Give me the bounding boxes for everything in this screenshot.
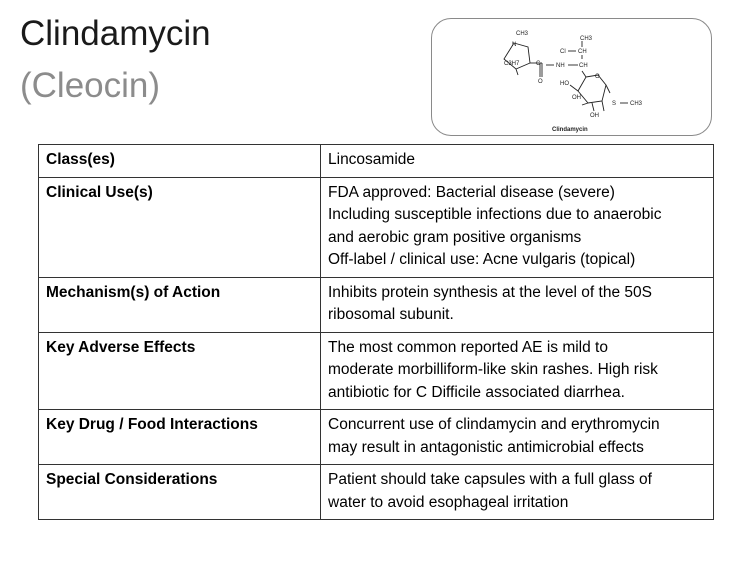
- value-line: antibiotic for C Difficile associated di…: [328, 383, 625, 401]
- atom-label: C: [536, 61, 541, 67]
- chemical-structure-panel: CH3 N CH3 Cl CH C3H7 C NH CH O HO O OH S…: [431, 18, 712, 136]
- row-label: Special Considerations: [38, 464, 321, 520]
- row-value: Lincosamide: [320, 144, 714, 178]
- value-line: and aerobic gram positive organisms: [328, 228, 582, 246]
- atom-label: O: [538, 79, 543, 85]
- value-line: water to avoid esophageal irritation: [328, 493, 569, 511]
- brand-name-subtitle: (Cleocin): [20, 66, 161, 105]
- table-row: Key Adverse Effects The most common repo…: [38, 331, 714, 410]
- row-label: Clinical Use(s): [38, 176, 321, 278]
- value-line: The most common reported AE is mild to: [328, 338, 608, 356]
- atom-label: CH3: [630, 101, 643, 107]
- atom-label: OH: [590, 113, 599, 119]
- atom-label: C3H7: [504, 61, 520, 67]
- atom-label: O: [595, 74, 600, 80]
- row-label: Mechanism(s) of Action: [38, 276, 321, 333]
- row-value: Patient should take capsules with a full…: [320, 464, 714, 520]
- value-line: Off-label / clinical use: Acne vulgaris …: [328, 251, 636, 268]
- atom-label: CH3: [580, 36, 593, 42]
- table-row: Clinical Use(s) FDA approved: Bacterial …: [38, 176, 714, 278]
- value-line: Lincosamide: [328, 151, 416, 168]
- atom-label: Cl: [560, 49, 566, 55]
- value-line: ribosomal subunit.: [328, 306, 454, 323]
- value-line: Inhibits protein synthesis at the level …: [328, 283, 652, 301]
- value-line: FDA approved: Bacterial disease (severe): [328, 183, 615, 201]
- atom-label: CH: [579, 63, 588, 69]
- atom-label: N: [512, 42, 516, 48]
- atom-label: S: [612, 101, 616, 107]
- page-title: Clindamycin: [20, 14, 211, 53]
- atom-label: NH: [556, 63, 565, 69]
- drug-info-table: Class(es) Lincosamide Clinical Use(s) FD…: [38, 144, 714, 520]
- value-line: Concurrent use of clindamycin and erythr…: [328, 416, 660, 433]
- row-value: The most common reported AE is mild to m…: [320, 331, 714, 410]
- value-line: may result in antagonistic antimicrobial…: [328, 438, 644, 456]
- table-row: Class(es) Lincosamide: [38, 144, 714, 178]
- table-row: Special Considerations Patient should ta…: [38, 464, 714, 520]
- row-value: Concurrent use of clindamycin and erythr…: [320, 409, 714, 465]
- atom-label: CH: [578, 49, 587, 55]
- row-value: Inhibits protein synthesis at the level …: [320, 276, 714, 333]
- atom-label: CH3: [516, 31, 529, 37]
- atom-label: OH: [572, 95, 581, 101]
- atom-label: HO: [560, 81, 569, 87]
- row-value: FDA approved: Bacterial disease (severe)…: [320, 176, 714, 278]
- structure-caption: Clindamycin: [552, 127, 588, 133]
- row-label: Key Drug / Food Interactions: [38, 409, 321, 465]
- table-row: Key Drug / Food Interactions Concurrent …: [38, 409, 714, 465]
- value-line: Patient should take capsules with a full…: [328, 471, 652, 488]
- value-line: moderate morbilliform-like skin rashes. …: [328, 361, 658, 378]
- value-line: Including susceptible infections due to …: [328, 206, 662, 223]
- clindamycin-structure-diagram: CH3 N CH3 Cl CH C3H7 C NH CH O HO O OH S…: [503, 31, 643, 133]
- table-row: Mechanism(s) of Action Inhibits protein …: [38, 276, 714, 333]
- row-label: Class(es): [38, 144, 321, 178]
- row-label: Key Adverse Effects: [38, 331, 321, 410]
